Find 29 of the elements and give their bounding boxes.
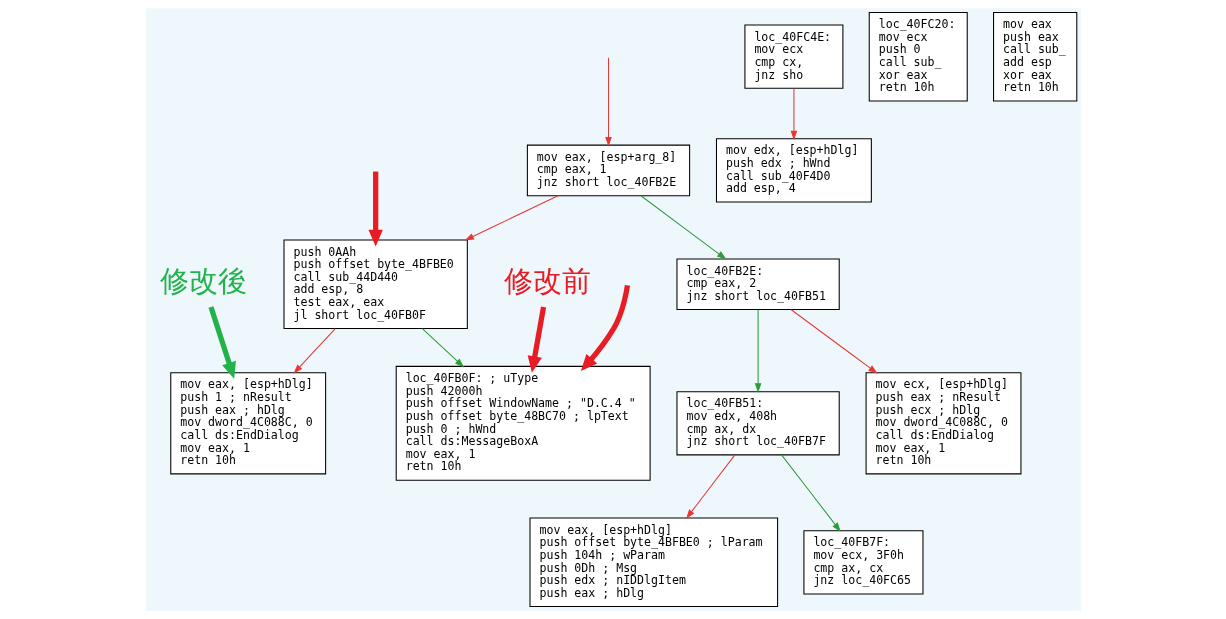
arrow: [790, 309, 878, 374]
node-box: mov eax push eax call sub_ add esp xor eax retn 10h: [992, 11, 1077, 102]
node-box: mov eax, [esp+arg_8] cmp eax, 1 jnz short loc_40FB2E: [526, 144, 690, 197]
arrow: [580, 284, 630, 372]
arrow: [754, 309, 761, 393]
arrow: [780, 454, 841, 532]
node-box: loc_40FB51: mov edx, 408h cmp ax, dx jnz short loc_40FB7F: [675, 391, 840, 456]
arrow: [790, 88, 797, 141]
node-box: mov ecx, [esp+hDlg] push eax ; nResult push ecx ; hDlg mov dword_4C088C, 0 call ds:EndDialog mov eax, 1 retn 10h: [865, 372, 1021, 475]
arrow: [639, 195, 726, 260]
node-text: 修改前: [503, 264, 591, 299]
arrow: [604, 57, 612, 147]
node-box: mov eax, [esp+hDlg] push offset byte_4BFBE0 ; lParam push 104h ; wParam push 0Dh ; Msg push edx ; nIDDlgItem push eax ; hDlg: [529, 517, 778, 608]
node-box: loc_40FB0F: ; uType push 42000h push offset WindowName ; "D.C.4 " push offset byte_48BC70 ; lpText push 0 ; hWnd call ds:MessageBoxA mov eax, 1 retn 10h: [395, 365, 651, 481]
arrow: [527, 306, 546, 373]
arrow: [292, 328, 336, 374]
node-box: mov eax, [esp+hDlg] push 1 ; nResult push eax ; hDlg mov dword_4C088C, 0 call ds:EndDialog mov eax, 1 retn 10h: [169, 372, 326, 475]
node-box: mov edx, [esp+hDlg] push edx ; hWnd call sub_40F4D0 add esp, 4: [715, 138, 872, 203]
node-box: loc_40FB7F: mov ecx, 3F0h cmp ax, cx jnz loc_40FC65: [802, 530, 923, 595]
arrow: [367, 171, 383, 247]
node-box: push 0AAh push offset byte_4BFBE0 call sub_44D440 add esp, 8 test eax, eax jl short loc_40FB0F: [283, 239, 468, 329]
node-box: loc_40FB2E: cmp eax, 2 jnz short loc_40FB51: [675, 258, 840, 311]
node-box: loc_40FC4E: mov ecx cmp cx, jnz sho: [743, 24, 843, 89]
node-text: 修改後: [159, 264, 247, 299]
arrow: [421, 328, 464, 368]
arrow: [207, 306, 236, 379]
node-box: loc_40FC20: mov ecx push 0 call sub_ xor eax retn 10h: [868, 11, 968, 102]
arrow: [464, 195, 558, 241]
arrow: [685, 454, 735, 519]
